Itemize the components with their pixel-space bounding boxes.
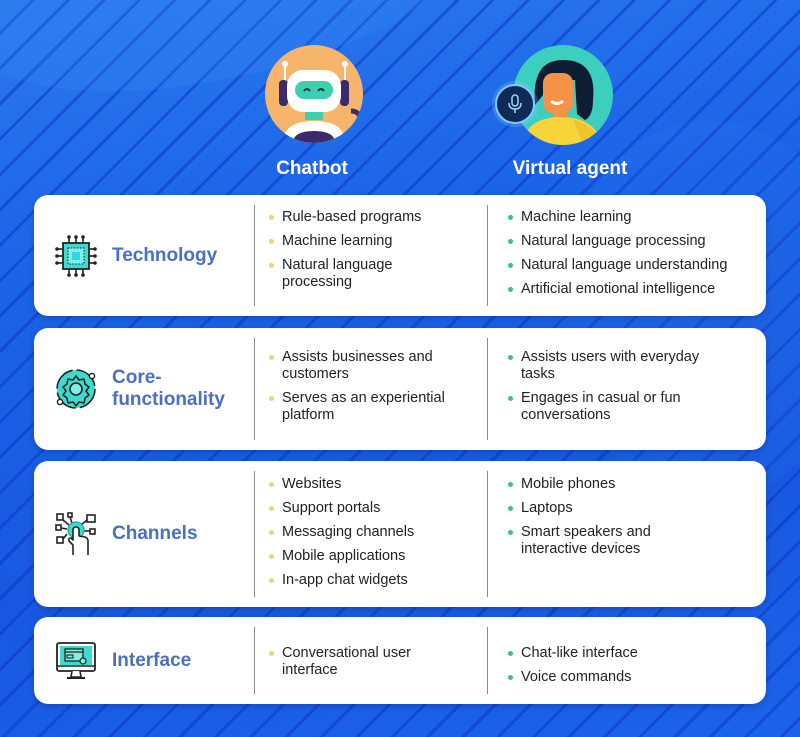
list-item: In-app chat widgets <box>267 572 477 589</box>
category-label: Technology <box>112 244 218 266</box>
category-channels: Channels <box>54 461 249 607</box>
list-item: Smart speakers and interactive devices <box>506 524 676 558</box>
gear-icon <box>56 369 96 409</box>
comparison-row-channels: Channels Websites Support portals Messag… <box>34 461 766 607</box>
list-item: Support portals <box>267 500 477 517</box>
list-item: Voice commands <box>506 669 756 686</box>
microphone-icon <box>495 84 535 124</box>
chatbot-features: Rule-based programs Machine learning Nat… <box>267 209 477 298</box>
column-divider <box>487 205 488 306</box>
category-interface: Interface <box>54 617 249 704</box>
monitor-icon <box>56 641 96 679</box>
comparison-row-core-functionality: Core-functionality Assists businesses an… <box>34 328 766 450</box>
list-item: Machine learning <box>267 233 477 250</box>
list-item: Artificial emotional intelligence <box>506 281 756 298</box>
list-item: Natural language processing <box>506 233 756 250</box>
chatbot-column-title: Chatbot <box>276 158 348 179</box>
list-item: Serves as an experiential platform <box>267 390 467 424</box>
virtual-agent-features: Machine learning Natural language proces… <box>506 209 756 305</box>
chatbot-features: Assists businesses and customers Serves … <box>267 349 477 431</box>
chatbot-features: Conversational user interface <box>267 645 477 686</box>
category-label: Channels <box>112 523 198 544</box>
comparison-row-interface: Interface Conversational user interface … <box>34 617 766 704</box>
list-item: Machine learning <box>506 209 756 226</box>
list-item: Assists users with everyday tasks <box>506 349 716 383</box>
list-item: Messaging channels <box>267 524 477 541</box>
category-core-functionality: Core-functionality <box>54 328 249 450</box>
comparison-row-technology: Technology Rule-based programs Machine l… <box>34 195 766 316</box>
list-item: Rule-based programs <box>267 209 477 226</box>
robot-avatar-icon <box>265 45 363 143</box>
category-label: Interface <box>112 649 192 671</box>
list-item: Mobile applications <box>267 548 477 565</box>
list-item: Laptops <box>506 500 756 517</box>
virtual-agent-features: Chat-like interface Voice commands <box>506 645 756 693</box>
category-technology: Technology <box>54 195 249 316</box>
virtual-agent-features: Mobile phones Laptops Smart speakers and… <box>506 476 756 565</box>
chatbot-features: Websites Support portals Messaging chann… <box>267 476 477 596</box>
column-divider <box>487 627 488 694</box>
column-divider <box>254 471 255 597</box>
column-divider <box>254 627 255 694</box>
microchip-icon <box>55 234 97 277</box>
list-item: Engages in casual or fun conversations <box>506 390 686 424</box>
list-item: Assists businesses and customers <box>267 349 447 383</box>
column-divider <box>487 338 488 440</box>
touch-network-icon <box>55 512 96 555</box>
list-item: Mobile phones <box>506 476 756 493</box>
column-divider <box>487 471 488 597</box>
column-divider <box>254 205 255 306</box>
list-item: Natural language understanding <box>506 257 756 274</box>
category-label: Core-functionality <box>112 367 225 410</box>
list-item: Chat-like interface <box>506 645 756 662</box>
list-item: Natural language processing <box>267 257 397 291</box>
column-divider <box>254 338 255 440</box>
virtual-agent-column-title: Virtual agent <box>512 158 628 179</box>
list-item: Conversational user interface <box>267 645 437 679</box>
list-item: Websites <box>267 476 477 493</box>
virtual-agent-features: Assists users with everyday tasks Engage… <box>506 349 756 431</box>
